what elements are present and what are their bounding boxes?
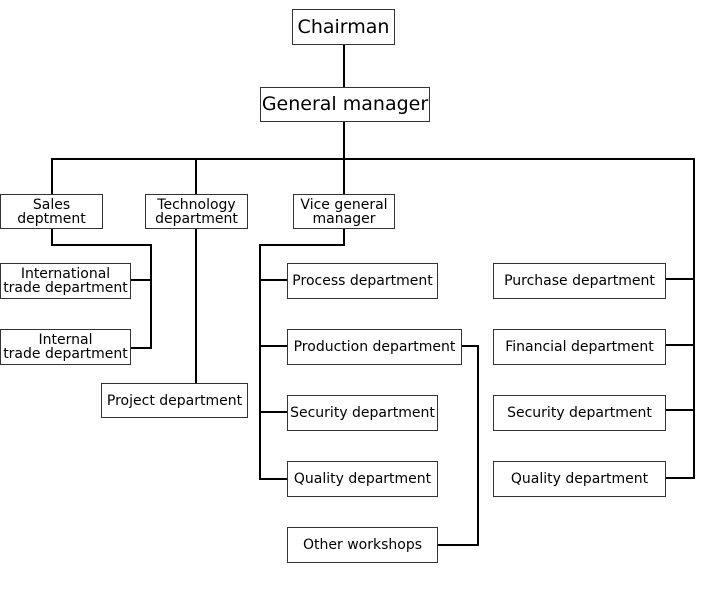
node-other-workshops-label: Other workshops bbox=[303, 537, 422, 553]
node-sales: Sales deptment bbox=[0, 194, 103, 229]
node-quality-right-label: Quality department bbox=[510, 471, 649, 487]
node-international-trade-line-1: International bbox=[20, 266, 111, 282]
node-other-workshops: Other workshops bbox=[287, 527, 438, 563]
node-project: Project department bbox=[101, 383, 248, 418]
node-chairman-label: Chairman bbox=[297, 15, 390, 38]
node-general-manager: General manager bbox=[260, 87, 430, 122]
node-international-trade: International trade department bbox=[0, 263, 131, 299]
node-purchase-label: Purchase department bbox=[504, 273, 655, 289]
node-process-label: Process department bbox=[292, 273, 433, 289]
node-security-right: Security department bbox=[493, 395, 666, 431]
node-vice-general-manager: Vice general manager bbox=[293, 194, 395, 229]
node-technology-line-1: Technology bbox=[157, 196, 236, 213]
node-internal-trade-line-2: trade department bbox=[3, 346, 128, 362]
node-internal-trade-line-1: Internal bbox=[38, 332, 93, 348]
node-financial: Financial department bbox=[493, 329, 666, 365]
node-production: Production department bbox=[287, 329, 462, 365]
node-security-left-label: Security department bbox=[290, 405, 435, 421]
node-production-label: Production department bbox=[293, 339, 456, 355]
node-process: Process department bbox=[287, 263, 438, 299]
node-sales-line-1: Sales bbox=[32, 196, 71, 213]
node-security-left: Security department bbox=[287, 395, 438, 431]
node-project-label: Project department bbox=[106, 392, 243, 409]
node-quality-left: Quality department bbox=[287, 461, 438, 497]
node-technology: Technology department bbox=[145, 194, 248, 229]
node-security-right-label: Security department bbox=[507, 405, 652, 421]
node-vice-general-manager-line-2: manager bbox=[312, 210, 376, 227]
node-internal-trade: Internal trade department bbox=[0, 329, 131, 365]
node-chairman: Chairman bbox=[292, 9, 395, 45]
node-vice-general-manager-line-1: Vice general bbox=[300, 196, 388, 213]
node-technology-line-2: department bbox=[155, 210, 238, 227]
node-purchase: Purchase department bbox=[493, 263, 666, 299]
node-general-manager-label: General manager bbox=[261, 93, 429, 115]
node-international-trade-line-2: trade department bbox=[3, 280, 128, 296]
node-quality-right: Quality department bbox=[493, 461, 666, 497]
node-sales-line-2: deptment bbox=[17, 210, 86, 227]
node-quality-left-label: Quality department bbox=[293, 471, 432, 487]
node-financial-label: Financial department bbox=[505, 339, 654, 355]
